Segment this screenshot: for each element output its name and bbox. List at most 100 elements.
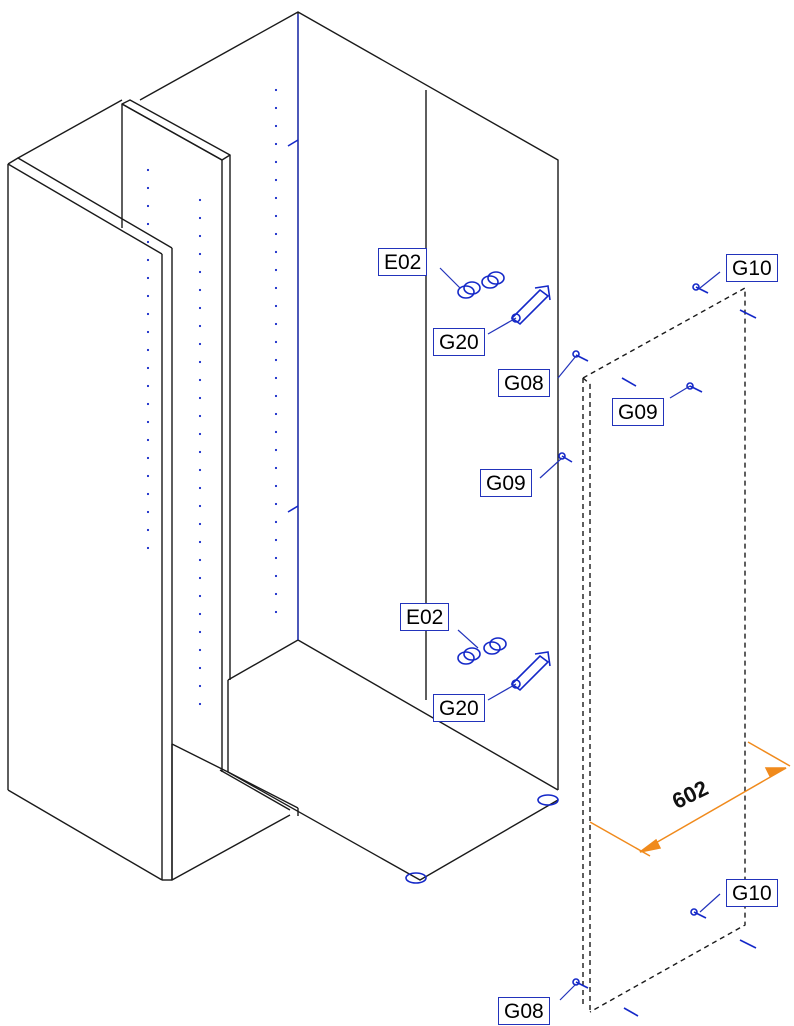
shelf-pin-hole — [274, 232, 278, 236]
shelf-pin-hole — [146, 474, 150, 478]
shelf-pin-hole — [198, 360, 202, 364]
shelf-pin-hole — [274, 412, 278, 416]
callout-g08-top: G08 — [498, 369, 550, 397]
shelf-pin-hole — [274, 502, 278, 506]
shelf-pin-hole — [198, 630, 202, 634]
door-panel — [582, 287, 746, 1013]
callout-e02-bottom: E02 — [400, 603, 450, 631]
shelf-pin-hole — [274, 214, 278, 218]
shelf-pin-hole — [146, 510, 150, 514]
shelf-pin-hole — [274, 466, 278, 470]
shelf-pin-holes — [146, 88, 278, 706]
shelf-pin-hole — [198, 342, 202, 346]
shelf-pin-hole — [198, 216, 202, 220]
shelf-pin-hole — [274, 178, 278, 182]
shelf-pin-hole — [146, 438, 150, 442]
leveling-foot-icon — [457, 271, 505, 299]
shelf-pin-hole — [146, 330, 150, 334]
shelf-pin-hole — [198, 486, 202, 490]
shelf-pin-hole — [274, 520, 278, 524]
callout-g08-bottom: G08 — [498, 997, 550, 1025]
shelf-pin-hole — [146, 222, 150, 226]
shelf-pin-hole — [146, 168, 150, 172]
shelf-pin-hole — [198, 612, 202, 616]
shelf-pin-hole — [274, 574, 278, 578]
shelf-pin-hole — [146, 420, 150, 424]
shelf-pin-hole — [198, 468, 202, 472]
callout-g20-bottom: G20 — [433, 694, 485, 722]
shelf-pin-hole — [198, 684, 202, 688]
shelf-pin-hole — [274, 142, 278, 146]
shelf-pin-hole — [274, 358, 278, 362]
shelf-pin-hole — [198, 324, 202, 328]
shelf-pin-hole — [198, 576, 202, 580]
shelf-pin-hole — [198, 234, 202, 238]
shelf-pin-hole — [146, 492, 150, 496]
shelf-pin-hole — [198, 504, 202, 508]
shelf-pin-hole — [198, 396, 202, 400]
shelf-pin-hole — [198, 306, 202, 310]
shelf-pin-hole — [146, 384, 150, 388]
shelf-pin-hole — [274, 340, 278, 344]
shelf-pin-hole — [198, 702, 202, 706]
leveling-foot-icon — [457, 637, 507, 665]
width-dimension — [589, 741, 791, 857]
shelf-pin-hole — [146, 366, 150, 370]
shelf-pin-hole — [274, 592, 278, 596]
shelf-pin-hole — [274, 106, 278, 110]
shelf-pin-hole — [274, 196, 278, 200]
shelf-pin-hole — [274, 124, 278, 128]
callout-leaders — [439, 267, 721, 1001]
shelf-pin-hole — [198, 378, 202, 382]
shelf-pin-hole — [198, 450, 202, 454]
shelf-pin-hole — [146, 204, 150, 208]
shelf-pin-hole — [198, 432, 202, 436]
shelf-pin-hole — [274, 484, 278, 488]
callout-g20-top: G20 — [433, 328, 485, 356]
shelf-pin-hole — [274, 430, 278, 434]
shelf-pin-hole — [274, 448, 278, 452]
shelf-pin-hole — [198, 648, 202, 652]
shelf-pin-hole — [274, 250, 278, 254]
shelf-pin-hole — [146, 402, 150, 406]
shelf-pin-hole — [146, 186, 150, 190]
shelf-pin-hole — [274, 538, 278, 542]
callout-g10-top: G10 — [726, 254, 778, 282]
middle-partition — [121, 99, 231, 772]
shelf-pin-hole — [146, 348, 150, 352]
callout-g09-door: G09 — [612, 398, 664, 426]
shelf-pin-hole — [198, 594, 202, 598]
hinge-plate-icon — [510, 651, 551, 692]
shelf-pin-hole — [198, 198, 202, 202]
shelf-pin-hole — [274, 394, 278, 398]
shelf-pin-hole — [146, 276, 150, 280]
shelf-pin-hole — [146, 294, 150, 298]
shelf-pin-hole — [274, 376, 278, 380]
shelf-pin-hole — [274, 88, 278, 92]
shelf-pin-hole — [274, 268, 278, 272]
shelf-pin-hole — [146, 456, 150, 460]
shelf-pin-hole — [198, 414, 202, 418]
shelf-pin-hole — [274, 304, 278, 308]
callout-e02-top: E02 — [378, 248, 428, 276]
shelf-pin-hole — [146, 312, 150, 316]
shelf-pin-hole — [198, 288, 202, 292]
shelf-pin-hole — [198, 558, 202, 562]
hinge-plate-icon — [510, 285, 551, 326]
shelf-pin-hole — [274, 322, 278, 326]
screw-icon — [287, 139, 757, 1017]
callout-g10-bottom: G10 — [726, 879, 778, 907]
shelf-pin-hole — [146, 258, 150, 262]
shelf-pin-hole — [198, 522, 202, 526]
shelf-pin-hole — [198, 540, 202, 544]
cabinet-carcass — [139, 11, 559, 881]
shelf-pin-hole — [274, 160, 278, 164]
callout-g09-side: G09 — [480, 469, 532, 497]
shelf-pin-hole — [274, 610, 278, 614]
shelf-pin-hole — [198, 270, 202, 274]
shelf-pin-hole — [146, 546, 150, 550]
shelf-pin-hole — [146, 528, 150, 532]
shelf-pin-hole — [274, 556, 278, 560]
